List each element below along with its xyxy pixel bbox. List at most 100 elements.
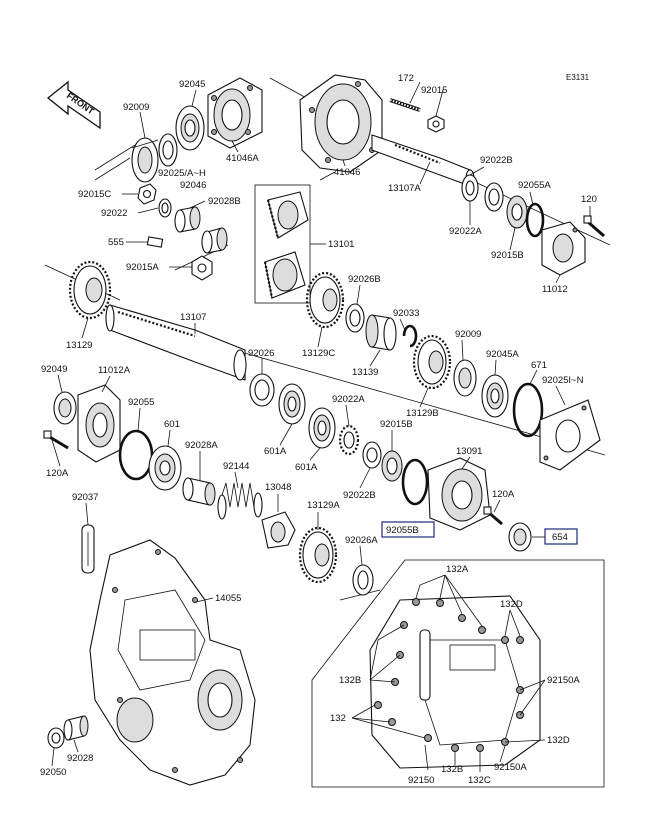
part-92026b-collar bbox=[345, 303, 365, 333]
label-92150a-bot: 92150A bbox=[494, 762, 527, 773]
part-92046-spacer bbox=[158, 198, 172, 218]
part-13091-housing bbox=[427, 457, 491, 531]
label-132b-left: 132B bbox=[339, 675, 361, 686]
part-92049-seal bbox=[53, 391, 77, 425]
label-601a: 601A bbox=[264, 446, 287, 457]
part-92037-tube bbox=[81, 524, 95, 574]
label-92055a: 92055A bbox=[518, 180, 551, 191]
label-92015a: 92015A bbox=[126, 262, 159, 273]
label-92045: 92045 bbox=[179, 79, 205, 90]
label-13129b: 13129B bbox=[406, 408, 439, 419]
part-92022b-spacer-2 bbox=[362, 441, 382, 469]
label-92015c: 92015C bbox=[78, 189, 111, 200]
label-13129: 13129 bbox=[66, 340, 92, 351]
label-41046a: 41046A bbox=[226, 153, 259, 164]
part-92050-seal bbox=[47, 727, 65, 749]
part-92009-seal bbox=[131, 137, 159, 183]
label-13129a: 13129A bbox=[307, 500, 340, 511]
label-92009-mid: 92009 bbox=[455, 329, 481, 340]
label-92022a-mid: 92022A bbox=[332, 394, 365, 405]
part-92022b-spacer bbox=[484, 182, 504, 212]
part-172-stud bbox=[389, 98, 421, 112]
label-172: 172 bbox=[398, 73, 414, 84]
part-11012-cover bbox=[541, 221, 586, 276]
part-601a-bearing bbox=[278, 383, 306, 425]
part-41046a-housing bbox=[207, 77, 263, 149]
part-120a-bolt-right bbox=[483, 506, 503, 526]
label-92022b-top: 92022B bbox=[480, 155, 513, 166]
label-13107: 13107 bbox=[180, 312, 206, 323]
label-92026a: 92026A bbox=[345, 535, 378, 546]
label-92144: 92144 bbox=[223, 461, 249, 472]
label-92033: 92033 bbox=[393, 308, 419, 319]
part-92015-nut bbox=[427, 115, 445, 133]
part-92022a-washer-2 bbox=[338, 424, 360, 456]
label-92028a: 92028A bbox=[185, 440, 218, 451]
part-120-bolt bbox=[583, 215, 605, 238]
label-92049: 92049 bbox=[41, 364, 67, 375]
label-92025i: 92025I~N bbox=[542, 375, 584, 386]
label-92026: 92026 bbox=[248, 348, 274, 359]
label-92150: 92150 bbox=[408, 775, 434, 786]
part-labels: 92045 172 92015 92009 92025/A~H 41046A 4… bbox=[40, 73, 597, 786]
label-555: 555 bbox=[108, 237, 124, 248]
part-13129-gear bbox=[68, 260, 112, 320]
part-92015c-nut bbox=[137, 183, 157, 205]
label-92028b: 92028B bbox=[208, 196, 241, 207]
part-92045a-bearing bbox=[481, 374, 509, 418]
part-11012a-cover bbox=[77, 384, 121, 463]
label-92015b-top: 92015B bbox=[491, 250, 524, 261]
label-92055b: 92055B bbox=[386, 525, 419, 536]
part-92026a-collar bbox=[352, 564, 374, 596]
label-11012a: 11012A bbox=[98, 365, 131, 376]
label-14055: 14055 bbox=[215, 593, 241, 604]
part-92045-bearing bbox=[175, 105, 205, 151]
part-120a-bolt-left bbox=[43, 430, 69, 450]
label-132d-top: 132D bbox=[500, 599, 523, 610]
label-92009-top: 92009 bbox=[123, 102, 149, 113]
box-92055b bbox=[381, 521, 435, 538]
label-92015b-mid: 92015B bbox=[380, 419, 413, 430]
label-92150a-right: 92150A bbox=[547, 675, 580, 686]
part-92144-spring bbox=[217, 482, 263, 520]
part-92033-circlip bbox=[402, 324, 418, 348]
label-132d-right: 132D bbox=[547, 735, 570, 746]
label-13129c: 13129C bbox=[302, 348, 335, 359]
part-92015a-nut bbox=[191, 255, 213, 281]
part-671-o-ring bbox=[512, 382, 544, 438]
label-92015: 92015 bbox=[421, 85, 447, 96]
label-13101: 13101 bbox=[328, 239, 354, 250]
label-92050: 92050 bbox=[40, 767, 66, 778]
label-13139: 13139 bbox=[352, 367, 378, 378]
label-120a-left: 120A bbox=[46, 468, 69, 479]
label-13107a: 13107A bbox=[388, 183, 421, 194]
part-13101-bevel-gear-set bbox=[254, 184, 311, 304]
part-92009-seal-2 bbox=[453, 359, 477, 397]
part-92025-shim bbox=[158, 133, 178, 167]
label-92022b-mid: 92022B bbox=[343, 490, 376, 501]
part-654-seal bbox=[508, 522, 532, 552]
part-92028-bushing bbox=[63, 715, 89, 741]
label-92037: 92037 bbox=[72, 492, 98, 503]
box-654 bbox=[544, 528, 578, 545]
label-132a: 132A bbox=[446, 564, 469, 575]
part-601-bearing bbox=[148, 445, 182, 491]
label-92022: 92022 bbox=[101, 208, 127, 219]
part-13129b-gear bbox=[412, 334, 452, 390]
part-92025i-gasket bbox=[539, 399, 601, 471]
part-92022a-washer bbox=[461, 174, 479, 202]
label-92026b: 92026B bbox=[348, 274, 381, 285]
part-92015b-nut bbox=[506, 195, 528, 229]
part-92028b-bushing-2 bbox=[201, 227, 228, 254]
label-92055: 92055 bbox=[128, 397, 154, 408]
part-92028a-bushing bbox=[182, 477, 216, 506]
front-arrow: FRONT bbox=[46, 80, 101, 130]
label-120a-right: 120A bbox=[492, 489, 515, 500]
label-13048: 13048 bbox=[265, 482, 291, 493]
part-92026-collar bbox=[249, 373, 275, 407]
label-11012: 11012 bbox=[542, 284, 568, 295]
label-92025: 92025/A~H bbox=[158, 168, 206, 179]
label-92028: 92028 bbox=[67, 753, 93, 764]
part-13129c-gear bbox=[305, 271, 345, 329]
part-13048-shifter bbox=[261, 511, 296, 549]
